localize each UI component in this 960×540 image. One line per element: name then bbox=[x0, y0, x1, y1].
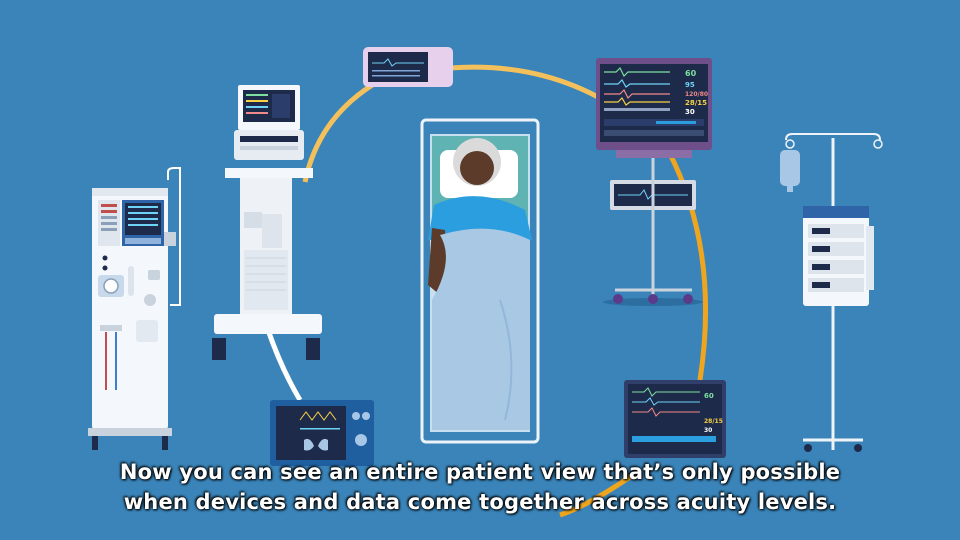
iv-infusion-pumps bbox=[780, 133, 883, 452]
spo2-value: 95 bbox=[685, 81, 695, 89]
blood-pressure-value: 120/80 bbox=[685, 91, 708, 98]
ventilator-cart bbox=[212, 85, 322, 360]
wearable-monitor bbox=[363, 47, 453, 87]
caption-line-1: Now you can see an entire patient view t… bbox=[119, 460, 841, 484]
heart-rate-value: 60 bbox=[685, 69, 697, 78]
anesthesia-monitor bbox=[270, 400, 374, 466]
resp-rate-value-2: 30 bbox=[704, 427, 712, 434]
central-monitor: 60 28/15 30 bbox=[624, 380, 726, 458]
heart-rate-value-2: 60 bbox=[704, 392, 714, 400]
resp-rate-value: 30 bbox=[685, 108, 695, 116]
patient-bed bbox=[420, 118, 540, 444]
pap-value: 28/15 bbox=[685, 99, 707, 107]
dialysis-machine bbox=[88, 167, 181, 450]
caption-line-2: when devices and data come together acro… bbox=[123, 490, 837, 514]
pap-value-2: 28/15 bbox=[704, 418, 723, 425]
bedside-patient-monitor: 60 95 120/80 28/15 30 bbox=[596, 58, 712, 306]
